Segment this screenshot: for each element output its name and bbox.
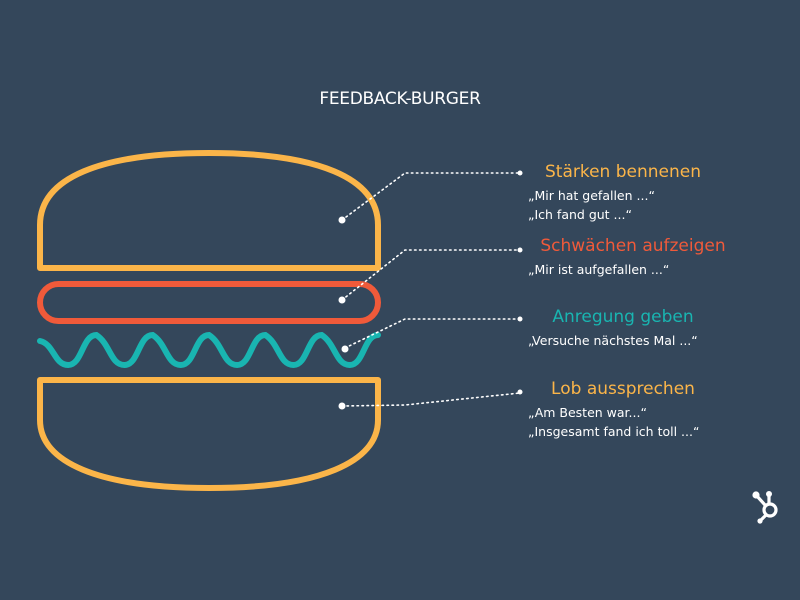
section-heading: Stärken bennenen bbox=[544, 162, 701, 182]
dot bbox=[517, 316, 523, 322]
bottom-bun bbox=[37, 377, 381, 491]
section-line: „Versuche nächstes Mal ...“ bbox=[528, 333, 698, 348]
dot bbox=[517, 247, 523, 253]
dot bbox=[517, 389, 523, 395]
section-heading: Anregung geben bbox=[552, 307, 694, 327]
connector-3 bbox=[344, 318, 521, 349]
dot bbox=[341, 345, 349, 353]
section-line: „Mir hat gefallen ...“ bbox=[528, 188, 655, 203]
section-heading: Schwächen aufzeigen bbox=[540, 236, 726, 256]
section-line: „Mir ist aufgefallen ...“ bbox=[528, 262, 670, 277]
section-praise: Lob aussprechen „Am Besten war...“ „Insg… bbox=[528, 379, 728, 441]
connector-2 bbox=[341, 249, 521, 301]
dot bbox=[338, 402, 346, 410]
diagram-title: FEEDBACK-BURGER bbox=[319, 89, 481, 109]
top-bun bbox=[37, 150, 381, 271]
section-suggestion: Anregung geben „Versuche nächstes Mal ..… bbox=[528, 307, 728, 350]
connector-1 bbox=[341, 172, 521, 221]
section-line: „Am Besten war...“ bbox=[528, 405, 647, 420]
section-line: „Ich fand gut ...“ bbox=[528, 207, 632, 222]
lettuce-wave bbox=[37, 331, 381, 369]
section-weaknesses: Schwächen aufzeigen „Mir ist aufgefallen… bbox=[528, 236, 728, 279]
section-line: „Insgesamt fand ich toll ...“ bbox=[528, 424, 700, 439]
weakness-layer bbox=[37, 281, 381, 324]
section-strengths: Stärken bennenen „Mir hat gefallen ...“ … bbox=[528, 162, 728, 224]
section-heading: Lob aussprechen bbox=[551, 379, 695, 399]
hubspot-sprocket-icon bbox=[752, 491, 778, 524]
connector-4 bbox=[341, 392, 521, 407]
dot bbox=[338, 216, 346, 224]
dot bbox=[517, 170, 523, 176]
dot bbox=[338, 296, 346, 304]
